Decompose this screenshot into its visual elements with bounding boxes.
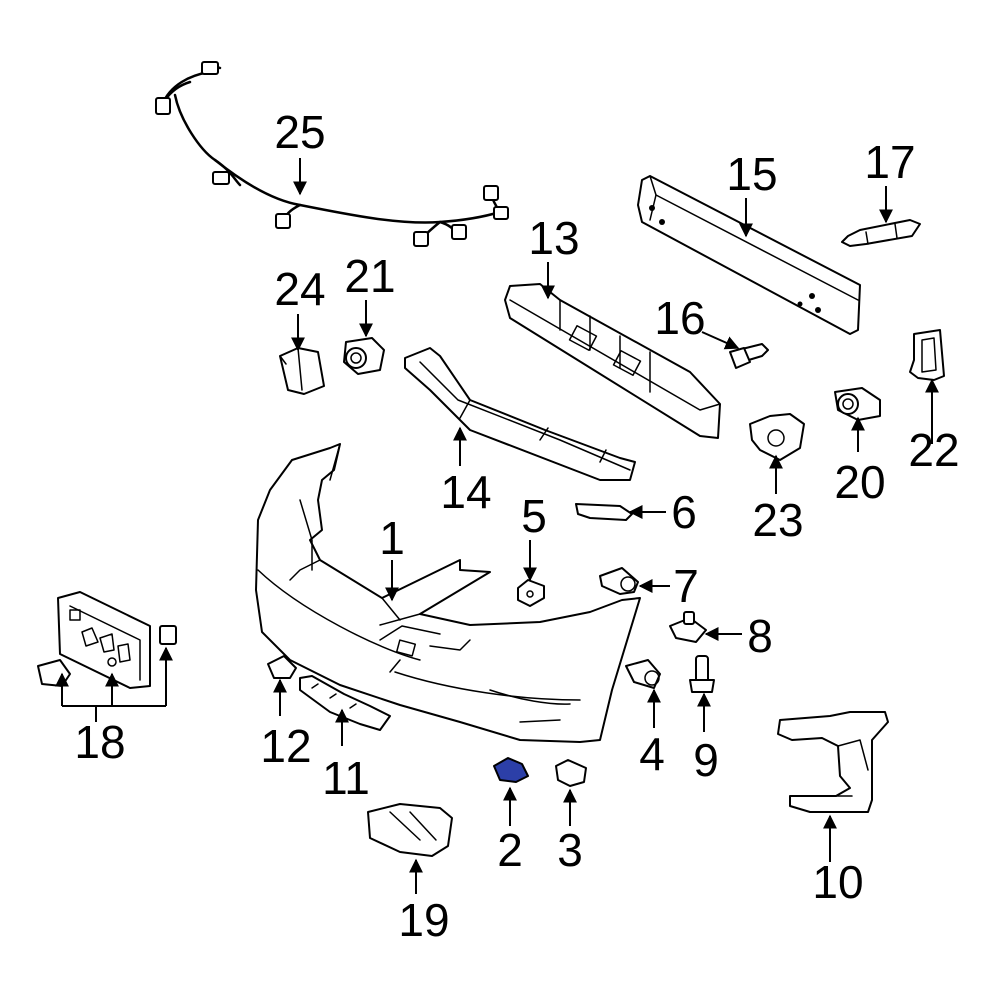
callout-17: 17 — [864, 136, 915, 188]
callout-labels: 25 15 17 13 16 24 21 22 20 23 14 1 5 6 7… — [74, 106, 959, 946]
callout-14: 14 — [440, 466, 491, 518]
license-bolt-part[interactable] — [37, 659, 71, 687]
callout-6: 6 — [671, 486, 697, 538]
bolt-16-part[interactable] — [729, 343, 769, 369]
callout-3: 3 — [557, 824, 583, 876]
wiring-harness-part[interactable] — [155, 61, 509, 247]
callout-24: 24 — [274, 263, 325, 315]
callout-11: 11 — [322, 752, 370, 804]
callout-23: 23 — [752, 494, 803, 546]
license-clip-part[interactable] — [159, 625, 177, 645]
bumper-reinforcement-part[interactable] — [637, 175, 861, 335]
filler-6-part[interactable] — [575, 503, 633, 521]
callout-10: 10 — [812, 856, 863, 908]
absorber-14-part[interactable] — [404, 347, 636, 481]
parking-sensor-20-part[interactable] — [834, 387, 881, 421]
bracket-22-part[interactable] — [909, 329, 945, 381]
callout-22: 22 — [908, 424, 959, 476]
license-bracket-part[interactable] — [57, 591, 151, 689]
bumper-cover-part[interactable] — [255, 443, 641, 743]
bolt-4-part[interactable] — [625, 659, 661, 689]
callout-13: 13 — [528, 212, 579, 264]
leader-lines — [55, 158, 939, 894]
callout-21: 21 — [344, 250, 395, 302]
nut-2-part[interactable] — [493, 757, 529, 783]
bracket-24-part[interactable] — [279, 347, 325, 395]
clip-12-part[interactable] — [267, 655, 297, 679]
parking-sensor-21-part[interactable] — [343, 337, 385, 375]
callout-12: 12 — [260, 720, 311, 772]
callout-4: 4 — [639, 728, 665, 780]
deflector-19-part[interactable] — [367, 803, 453, 857]
callout-1: 1 — [379, 512, 405, 564]
callout-2: 2 — [497, 824, 523, 876]
bolt-7-part[interactable] — [599, 567, 639, 595]
callout-7: 7 — [673, 560, 699, 612]
callout-16: 16 — [654, 292, 705, 344]
clip-3-part[interactable] — [555, 759, 587, 787]
bracket-17-part[interactable] — [841, 219, 921, 247]
lower-strip-part[interactable] — [299, 675, 391, 731]
callout-15: 15 — [726, 148, 777, 200]
sensor-holder-23-part[interactable] — [749, 413, 805, 461]
clip-5-part[interactable] — [517, 579, 545, 607]
callout-20: 20 — [834, 456, 885, 508]
callout-9: 9 — [693, 734, 719, 786]
callout-8: 8 — [747, 610, 773, 662]
callout-18: 18 — [74, 716, 125, 768]
nut-8-part[interactable] — [669, 611, 707, 643]
callout-19: 19 — [398, 894, 449, 946]
callout-25: 25 — [274, 106, 325, 158]
callout-5: 5 — [521, 490, 547, 542]
stud-9-part[interactable] — [689, 655, 715, 693]
splash-shield-part[interactable] — [777, 711, 889, 813]
